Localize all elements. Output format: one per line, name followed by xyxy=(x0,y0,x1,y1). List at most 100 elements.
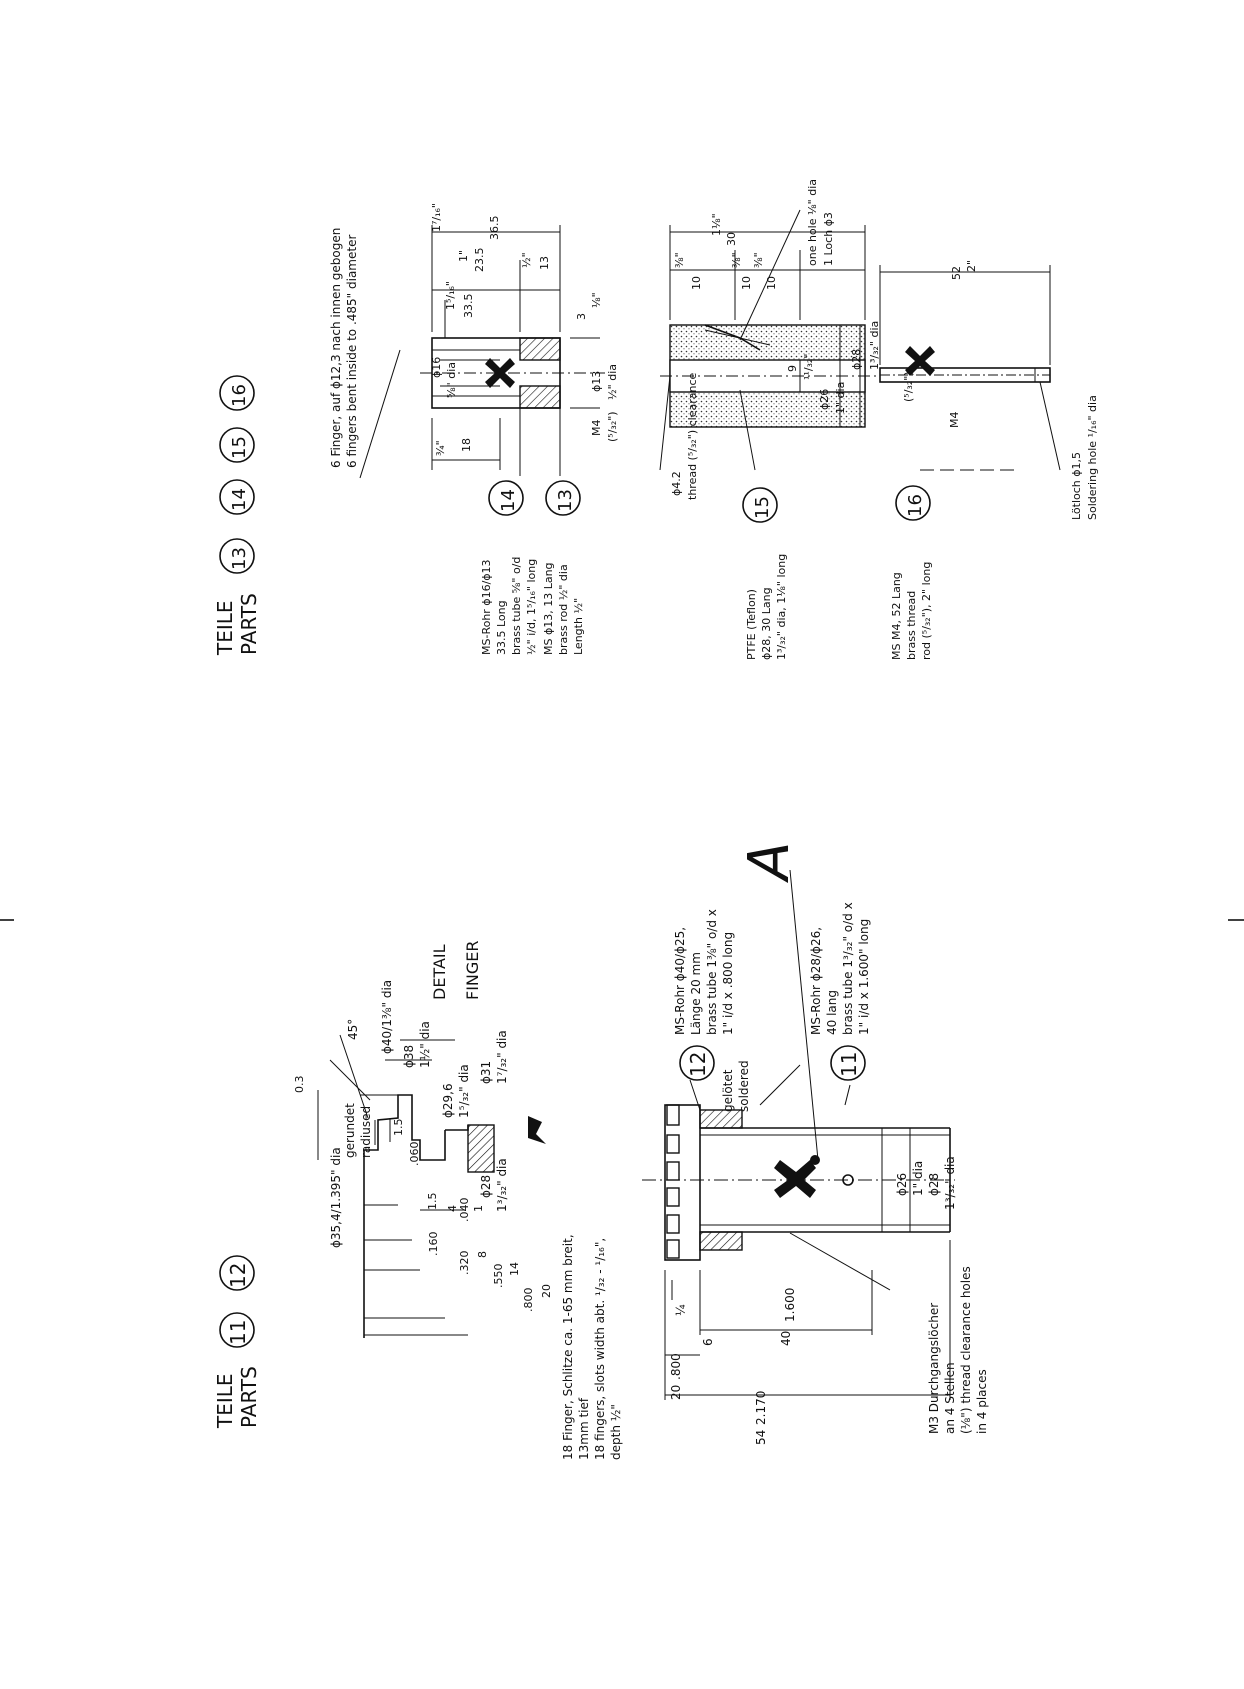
p14-d13: ϕ13 xyxy=(590,371,603,392)
svg-text:6 fingers bent inside to .485": 6 fingers bent inside to .485" diameter xyxy=(345,235,359,468)
dim-r03: 0.3 xyxy=(293,1076,306,1094)
right-title: TEILE PARTS xyxy=(213,593,261,656)
p15-d26-in: 1" dia xyxy=(834,382,847,414)
part15-drawing xyxy=(659,209,880,471)
asm-20: 20 xyxy=(669,1385,683,1400)
asm-800: .800 xyxy=(669,1353,683,1380)
rounded-label-en: radiused xyxy=(359,1106,373,1158)
part16-cross-mark xyxy=(905,346,935,376)
p15-thread-note: thread (⁵/₃₂") clearance xyxy=(686,372,699,500)
svg-text:depth ½": depth ½" xyxy=(609,1404,623,1460)
svg-text:MS ϕ13, 13 Lang: MS ϕ13, 13 Lang xyxy=(542,562,555,655)
part-number-circle xyxy=(895,485,931,521)
p14-l33-5: 33.5 xyxy=(462,294,475,319)
asm-2170: 2.170 xyxy=(754,1391,768,1425)
svg-text:brass tube ⅝" o/d: brass tube ⅝" o/d xyxy=(510,557,523,655)
p14-l34: ¾" xyxy=(434,440,447,456)
view-letter-a: A xyxy=(737,842,802,883)
asm-40: 40 xyxy=(779,1331,793,1346)
bend-note: 6 Finger, auf ϕ12,3 nach innen gebogen 6… xyxy=(329,228,359,468)
p15-l38b: ⅜" xyxy=(730,252,743,268)
svg-text:ϕ28, 30 Lang: ϕ28, 30 Lang xyxy=(760,587,773,660)
p15-d9: 9 xyxy=(786,365,799,372)
svg-text:1" i/d x .800 long: 1" i/d x .800 long xyxy=(721,932,735,1035)
dim-8: 8 xyxy=(476,1251,489,1258)
dim-1: 1 xyxy=(472,1205,485,1212)
detail-label-de: DETAIL xyxy=(430,944,449,1000)
part-number-12-label: 12 xyxy=(686,1052,710,1077)
part11-note: MS-Rohr ϕ28/ϕ26, 40 lang brass tube 1³/₃… xyxy=(809,902,871,1035)
dim-320: .320 xyxy=(458,1251,471,1276)
p14-l13: 13 xyxy=(538,256,551,270)
soldered-de: gelötet xyxy=(721,1069,735,1112)
dim-d29: ϕ29,6 xyxy=(441,1083,455,1118)
dim-1-5: 1.5 xyxy=(426,1193,439,1211)
svg-text:rod (⁵/₃₂"), 2" long: rod (⁵/₃₂"), 2" long xyxy=(920,562,933,660)
dim-d40: ϕ40/1⅜" dia xyxy=(380,980,394,1054)
asm-54: 54 xyxy=(754,1430,768,1445)
finger-note: 18 Finger, Schlitze ca. 1-65 mm breit, 1… xyxy=(561,1234,623,1460)
part16-drawing xyxy=(879,265,1061,471)
svg-text:in 4 places: in 4 places xyxy=(975,1369,989,1434)
p15-hole-de: 1 Loch ϕ3 xyxy=(822,212,835,266)
detail-cross-mark xyxy=(528,1116,546,1144)
svg-text:(⅛") thread clearance holes: (⅛") thread clearance holes xyxy=(959,1266,973,1434)
svg-text:M3 Durchgangslöcher: M3 Durchgangslöcher xyxy=(927,1303,941,1434)
right-sheet: TEILE PARTS 13 14 15 16 6 Finger, auf ϕ1… xyxy=(213,179,1099,660)
p14-leighth: ⅛" xyxy=(590,292,603,308)
svg-text:13mm tief: 13mm tief xyxy=(577,1397,591,1460)
svg-text:33.5 Long: 33.5 Long xyxy=(495,600,508,655)
svg-text:1" i/d x 1.600" long: 1" i/d x 1.600" long xyxy=(857,919,871,1035)
svg-text:brass tube 1³/₃₂" o/d x: brass tube 1³/₃₂" o/d x xyxy=(841,902,855,1035)
dim-14: 14 xyxy=(508,1262,521,1276)
p15-d28-in: 1³/₃₂" dia xyxy=(868,321,881,370)
part-number-16: 16 xyxy=(229,384,250,407)
svg-text:PTFE (Teflon): PTFE (Teflon) xyxy=(745,589,758,660)
p15-l30: 30 xyxy=(725,232,738,246)
part-number-11-label: 11 xyxy=(837,1052,861,1077)
dim-d38-in: 1½" dia xyxy=(418,1021,432,1068)
p14-d16-in: ⅝" dia xyxy=(445,362,458,398)
part-number-circle xyxy=(219,538,255,574)
part14-note: MS-Rohr ϕ16/ϕ13 33.5 Long brass tube ⅝" … xyxy=(480,557,538,655)
part-number-circle xyxy=(830,1045,866,1081)
svg-text:an 4 Stellen: an 4 Stellen xyxy=(943,1362,957,1434)
soldered-en: soldered xyxy=(737,1060,751,1112)
part-number-circle xyxy=(219,375,255,411)
part14-drawing xyxy=(359,225,605,479)
part14-cross-mark xyxy=(485,358,515,388)
holes-note: M3 Durchgangslöcher an 4 Stellen (⅛") th… xyxy=(927,1266,989,1434)
part-number-circle xyxy=(219,479,255,515)
part-number-13: 13 xyxy=(229,547,250,570)
right-title-en: PARTS xyxy=(237,593,261,655)
svg-text:6 Finger, auf ϕ12,3 nach innen: 6 Finger, auf ϕ12,3 nach innen gebogen xyxy=(329,228,343,468)
asm-d26: ϕ26 xyxy=(895,1173,909,1196)
dim-d28: ϕ28 xyxy=(479,1175,493,1198)
p16-solder-en: Soldering hole ¹/₁₆" dia xyxy=(1086,395,1099,520)
p15-l10c: 10 xyxy=(765,276,778,290)
p15-hole-en: one hole ⅛" dia xyxy=(806,179,819,266)
p14-l1716: 1⁷/₁₆" xyxy=(430,203,443,232)
p14-l18: 18 xyxy=(460,438,473,452)
right-title-de: TEILE xyxy=(213,600,237,656)
svg-text:18 Finger, Schlitze ca. 1-65 m: 18 Finger, Schlitze ca. 1-65 mm breit, xyxy=(561,1234,575,1460)
asm-quarter: ¼ xyxy=(674,1304,688,1316)
left-title-en: PARTS xyxy=(237,1366,261,1428)
part15-note: PTFE (Teflon) ϕ28, 30 Lang 1³/₃₂" dia, 1… xyxy=(745,554,788,660)
p15-l118: 1⅛" xyxy=(710,213,723,236)
part-number-circle xyxy=(219,427,255,463)
rounded-label-de: gerundet xyxy=(343,1103,357,1158)
svg-text:brass thread: brass thread xyxy=(905,591,918,660)
p15-d26: ϕ26 xyxy=(818,389,831,410)
assembly-cross-mark xyxy=(774,1160,816,1198)
p15-d9-in: ¹¹/₃₂" xyxy=(802,354,815,380)
p15-l38c: ⅜" xyxy=(752,252,765,268)
p16-m4: M4 xyxy=(948,412,961,429)
p14-l23-5: 23.5 xyxy=(473,248,486,273)
p16-m4-in: (⁵/₃₂") xyxy=(902,371,915,402)
svg-text:18 fingers, slots width abt. ¹: 18 fingers, slots width abt. ¹/₃₂ - ¹/₁₆… xyxy=(593,1238,607,1460)
part-number-11: 11 xyxy=(226,1320,250,1345)
dim-d28-in: 1³/₃₂" dia xyxy=(495,1158,509,1212)
part-number-12: 12 xyxy=(226,1263,250,1288)
p15-d28: ϕ28 xyxy=(850,349,863,370)
